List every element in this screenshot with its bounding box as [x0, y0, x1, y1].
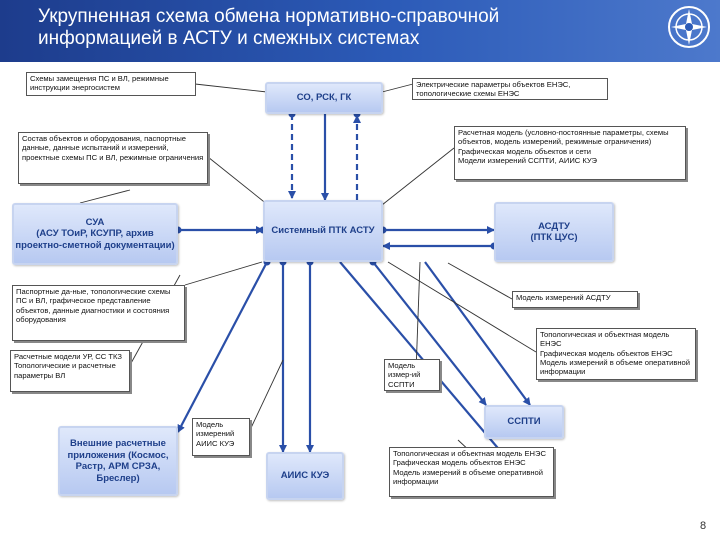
note-aiis-measurements: Модель измерений АИИС КУЭ	[192, 418, 250, 456]
note-topology-model-enes-1: Топологическая и объектная модель ЕНЭС Г…	[536, 328, 696, 380]
note-asdtu-measurements: Модель измерений АСДТУ	[512, 291, 638, 308]
so-rsk-gk-label: СО, РСК, ГК	[296, 92, 352, 104]
note-electrical-params: Электрические параметры объектов ЕНЭС, т…	[412, 78, 608, 100]
note-topology-model-enes-2: Топологическая и объектная модель ЕНЭС Г…	[389, 447, 554, 497]
asdtu-box: АСДТУ (ПТК ЦУС)	[494, 202, 614, 262]
company-emblem-icon	[668, 6, 710, 48]
note-calc-model: Расчетная модель (условно-постоянные пар…	[454, 126, 686, 180]
so-rsk-gk-box: СО, РСК, ГК	[265, 82, 383, 114]
note-replacement-schemes: Схемы замещения ПС и ВЛ, режимные инстру…	[26, 72, 196, 96]
note-calc-models-ur: Расчетные модели УР, СС ТКЗ Топологическ…	[10, 350, 130, 392]
sua-label: СУА (АСУ ТОиР, КСУПР, архив проектно-сме…	[15, 216, 175, 251]
external-calc-apps-box: Внешние расчетные приложения (Космос, Ра…	[58, 426, 178, 496]
system-ptk-astu-label: Системный ПТК АСТУ	[271, 225, 375, 237]
sspti-label: ССПТИ	[507, 416, 541, 428]
page-title: Укрупненная схема обмена нормативно-спра…	[38, 6, 500, 49]
sua-box: СУА (АСУ ТОиР, КСУПР, архив проектно-сме…	[12, 203, 178, 265]
aiis-kue-box: АИИС КУЭ	[266, 452, 344, 500]
note-sspti-measurements: Модель измер-ий ССПТИ	[384, 359, 440, 391]
aiis-kue-label: АИИС КУЭ	[280, 470, 330, 482]
system-ptk-astu-box: Системный ПТК АСТУ	[263, 200, 383, 262]
header-bar: Укрупненная схема обмена нормативно-спра…	[0, 0, 720, 62]
external-calc-apps-label: Внешние расчетные приложения (Космос, Ра…	[67, 438, 169, 484]
note-passport-data: Паспортные да-ные, топологические схемы …	[12, 285, 185, 341]
page-number: 8	[700, 520, 707, 532]
note-equipment-composition: Состав объектов и оборудования, паспортн…	[18, 132, 208, 184]
asdtu-label: АСДТУ (ПТК ЦУС)	[530, 220, 578, 244]
sspti-box: ССПТИ	[484, 405, 564, 439]
